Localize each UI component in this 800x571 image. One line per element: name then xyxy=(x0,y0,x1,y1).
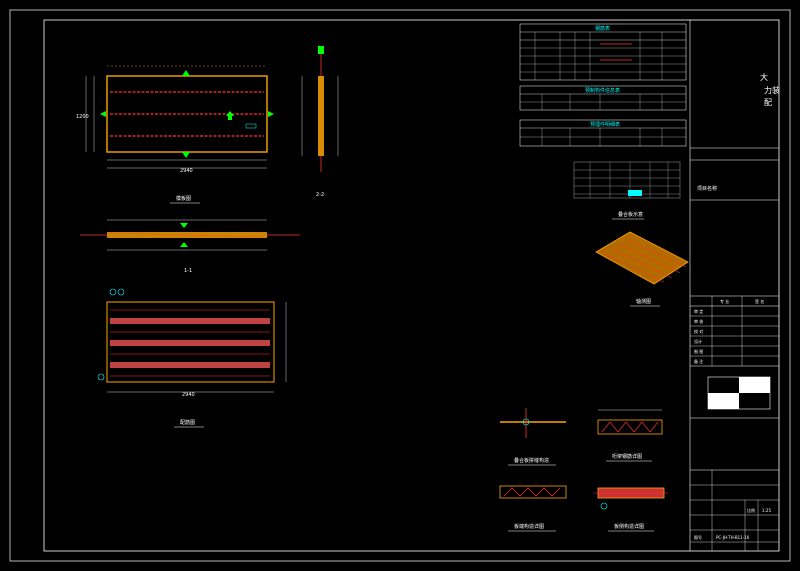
detail-2: 桁架钢筋详图 xyxy=(597,409,663,462)
drawing-no-value: PC-JH-TH-B11-16 xyxy=(716,535,750,540)
detail-4: 板侧构造详图 xyxy=(594,487,668,532)
rebar-table: 钢筋表 xyxy=(519,23,687,81)
axis-bubble-1 xyxy=(109,288,117,296)
current-slab-highlight xyxy=(628,190,642,196)
sign-row-2: 审 核 xyxy=(694,318,703,324)
detail-2-label: 桁架钢筋详图 xyxy=(612,453,642,460)
section-11: 1-1 xyxy=(80,219,300,274)
sign-row-5: 制 图 xyxy=(694,348,703,354)
section-11-label: 1-1 xyxy=(184,268,192,274)
company-line-1: 大 xyxy=(760,72,768,82)
project-label: 项目名称 xyxy=(697,185,717,192)
detail-3-label: 板端构造详图 xyxy=(514,523,544,530)
iso-view: 轴测图 xyxy=(595,231,689,307)
sign-header-left: 专 业 xyxy=(720,298,729,304)
company-line-3: 配 xyxy=(764,98,772,107)
axis-bubble-3 xyxy=(97,373,105,381)
plan-height-dim: 1200 xyxy=(76,114,89,120)
stack-diagram: 叠合板示意 xyxy=(573,161,681,220)
company-line-2: 力装 xyxy=(764,85,780,95)
plan-view-label: 模板图 xyxy=(176,195,191,202)
drawing-no-label: 图号 xyxy=(694,534,702,540)
table2-title: 预制构件信息表 xyxy=(585,87,620,94)
plan-width-dim: 2940 xyxy=(180,168,193,174)
sign-row-6: 备 注 xyxy=(694,358,703,364)
sign-row-1: 审 定 xyxy=(694,308,703,314)
sheet-outer-frame xyxy=(9,9,791,562)
detail-4-label: 板侧构造详图 xyxy=(614,523,644,530)
sign-row-3: 校 对 xyxy=(694,328,703,334)
sign-header-right: 签 名 xyxy=(755,298,764,304)
scale-label: 比例 xyxy=(747,507,755,513)
component-table: 预制构件信息表 xyxy=(519,85,687,111)
title-block: 大 力装 配 项目名称 专 业 签 名 审 定 审 核 校 对 设计 制 图 备… xyxy=(689,20,780,551)
rebar-view-label: 配筋图 xyxy=(180,419,195,426)
detail-3: 板端构造详图 xyxy=(499,485,567,532)
iso-view-label: 轴测图 xyxy=(636,298,651,305)
section-22-label: 2-2 xyxy=(316,192,324,198)
section-22: 2-2 xyxy=(301,46,339,198)
table1-title: 钢筋表 xyxy=(595,25,610,32)
plan-view: 2940 1200 模板图 xyxy=(76,65,274,204)
table3-title: 预埋件明细表 xyxy=(590,121,620,128)
lifting-point-icon xyxy=(226,111,234,120)
sign-row-4: 设计 xyxy=(694,338,702,344)
embedded-table: 预埋件明细表 xyxy=(519,119,687,147)
detail-1: 叠合板拼缝构造 xyxy=(500,408,566,466)
detail-1-label: 叠合板拼缝构造 xyxy=(514,457,549,464)
stack-diagram-label: 叠合板示意 xyxy=(618,211,643,218)
rebar-width-dim: 2940 xyxy=(182,392,195,398)
axis-bubble-2 xyxy=(117,288,125,296)
sheet-inner-frame xyxy=(43,19,780,552)
rebar-view: 2940 配筋图 xyxy=(97,288,287,428)
scale-value: 1:25 xyxy=(762,508,771,513)
